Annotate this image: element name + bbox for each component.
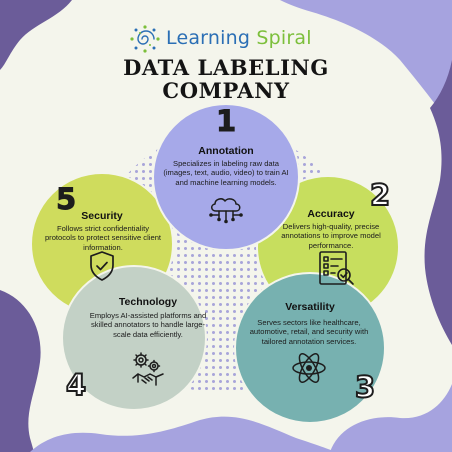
spiral-logo-icon xyxy=(128,24,162,54)
security-description: Follows strict confidentiality protocols… xyxy=(44,224,162,252)
technology-description: Employs AI-assisted platforms and skille… xyxy=(89,311,207,339)
accuracy-description: Delivers high-quality, precise annotatio… xyxy=(281,222,381,250)
technology-title: Technology xyxy=(118,296,178,308)
technology-number: 4 xyxy=(65,367,87,403)
versatility-title: Versatility xyxy=(285,301,335,313)
logo-word-spiral: Spiral xyxy=(256,27,312,49)
atom-icon xyxy=(291,350,327,386)
bottom-right-blob xyxy=(330,384,452,452)
cloud-network-icon xyxy=(207,196,245,224)
annotation-title: Annotation xyxy=(198,145,254,157)
versatility-description: Serves sectors like healthcare, automoti… xyxy=(249,318,369,346)
versatility-number: 3 xyxy=(354,369,376,405)
logo-wordmark: Learning Spiral xyxy=(166,27,312,49)
versatility-circle xyxy=(234,272,386,424)
checklist-icon xyxy=(318,249,356,287)
security-number: 5 xyxy=(55,182,77,217)
top-left-blob xyxy=(0,0,72,70)
top-right-blob xyxy=(280,0,452,128)
logo-word-learning: Learning xyxy=(166,27,251,49)
left-lower-blob xyxy=(0,290,41,452)
logo: Learning Spiral xyxy=(128,24,328,54)
bottom-wave xyxy=(30,416,336,452)
gears-handshake-icon xyxy=(130,350,166,388)
accuracy-number: 2 xyxy=(369,177,391,213)
technology-circle xyxy=(61,265,207,411)
annotation-number: 1 xyxy=(215,104,237,139)
security-title: Security xyxy=(81,210,123,222)
accuracy-title: Accuracy xyxy=(307,208,355,220)
page-title-line-1: DATA LABELING xyxy=(123,55,329,80)
annotation-description: Specializes in labeling raw data (images… xyxy=(163,159,289,187)
right-dark-blob xyxy=(424,60,452,345)
page-title-line-2: COMPANY xyxy=(162,78,290,103)
shield-check-icon xyxy=(88,250,116,282)
annotation-circle xyxy=(152,103,300,251)
